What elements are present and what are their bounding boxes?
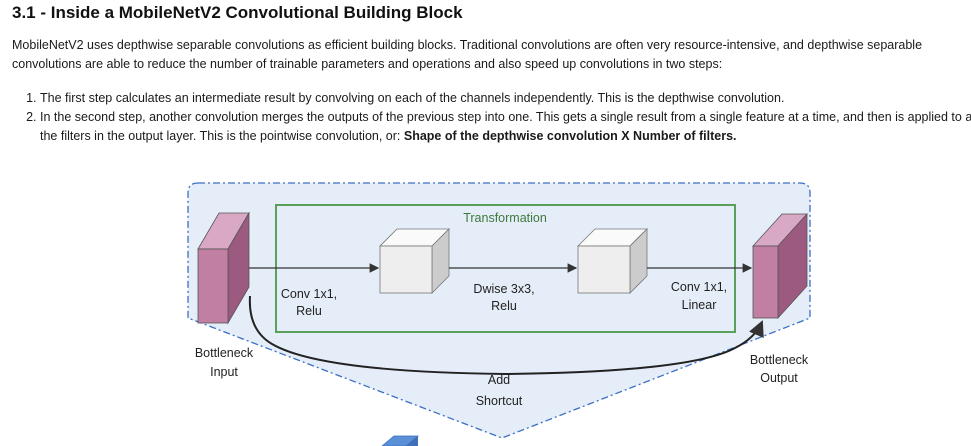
- section-title: 3.1 - Inside a MobileNetV2 Convolutional…: [12, 3, 463, 22]
- step-bold-text: Shape of the depthwise convolution X Num…: [403, 129, 737, 143]
- dwise-label-line2: Relu: [491, 299, 517, 313]
- intro-paragraph: MobileNetV2 uses depthwise separable con…: [12, 38, 923, 71]
- conv2-label-line1: Conv 1x1,: [671, 280, 727, 294]
- shortcut-label-line2: Shortcut: [476, 394, 523, 408]
- conv1-label-line2: Relu: [296, 304, 322, 318]
- shortcut-arrow: [248, 295, 764, 376]
- output-label-line2: Output: [760, 371, 798, 385]
- steps-list: The first step calculates an intermediat…: [22, 89, 971, 146]
- input-label-line2: Input: [210, 365, 238, 379]
- step-item: In the second step, another convolution …: [40, 108, 971, 146]
- step-text: The first step calculates an intermediat…: [40, 91, 785, 105]
- input-tensor: [197, 211, 250, 325]
- dwise-label-line1: Dwise 3x3,: [473, 282, 534, 296]
- output-tensor: [752, 212, 808, 320]
- step-text: In the second step, another convolution …: [40, 110, 971, 143]
- next-figure-fragment: [381, 435, 420, 446]
- transformation-label: Transformation: [463, 211, 547, 225]
- step-item: The first step calculates an intermediat…: [40, 89, 971, 108]
- output-label-line1: Bottleneck: [750, 353, 809, 367]
- conv-cube-2: [577, 228, 648, 294]
- conv1-label-line1: Conv 1x1,: [281, 287, 337, 301]
- conv-cube-1: [379, 228, 450, 294]
- conv2-label-line2: Linear: [682, 298, 717, 312]
- shortcut-label-line1: Add: [488, 373, 510, 387]
- input-label-line1: Bottleneck: [195, 346, 254, 360]
